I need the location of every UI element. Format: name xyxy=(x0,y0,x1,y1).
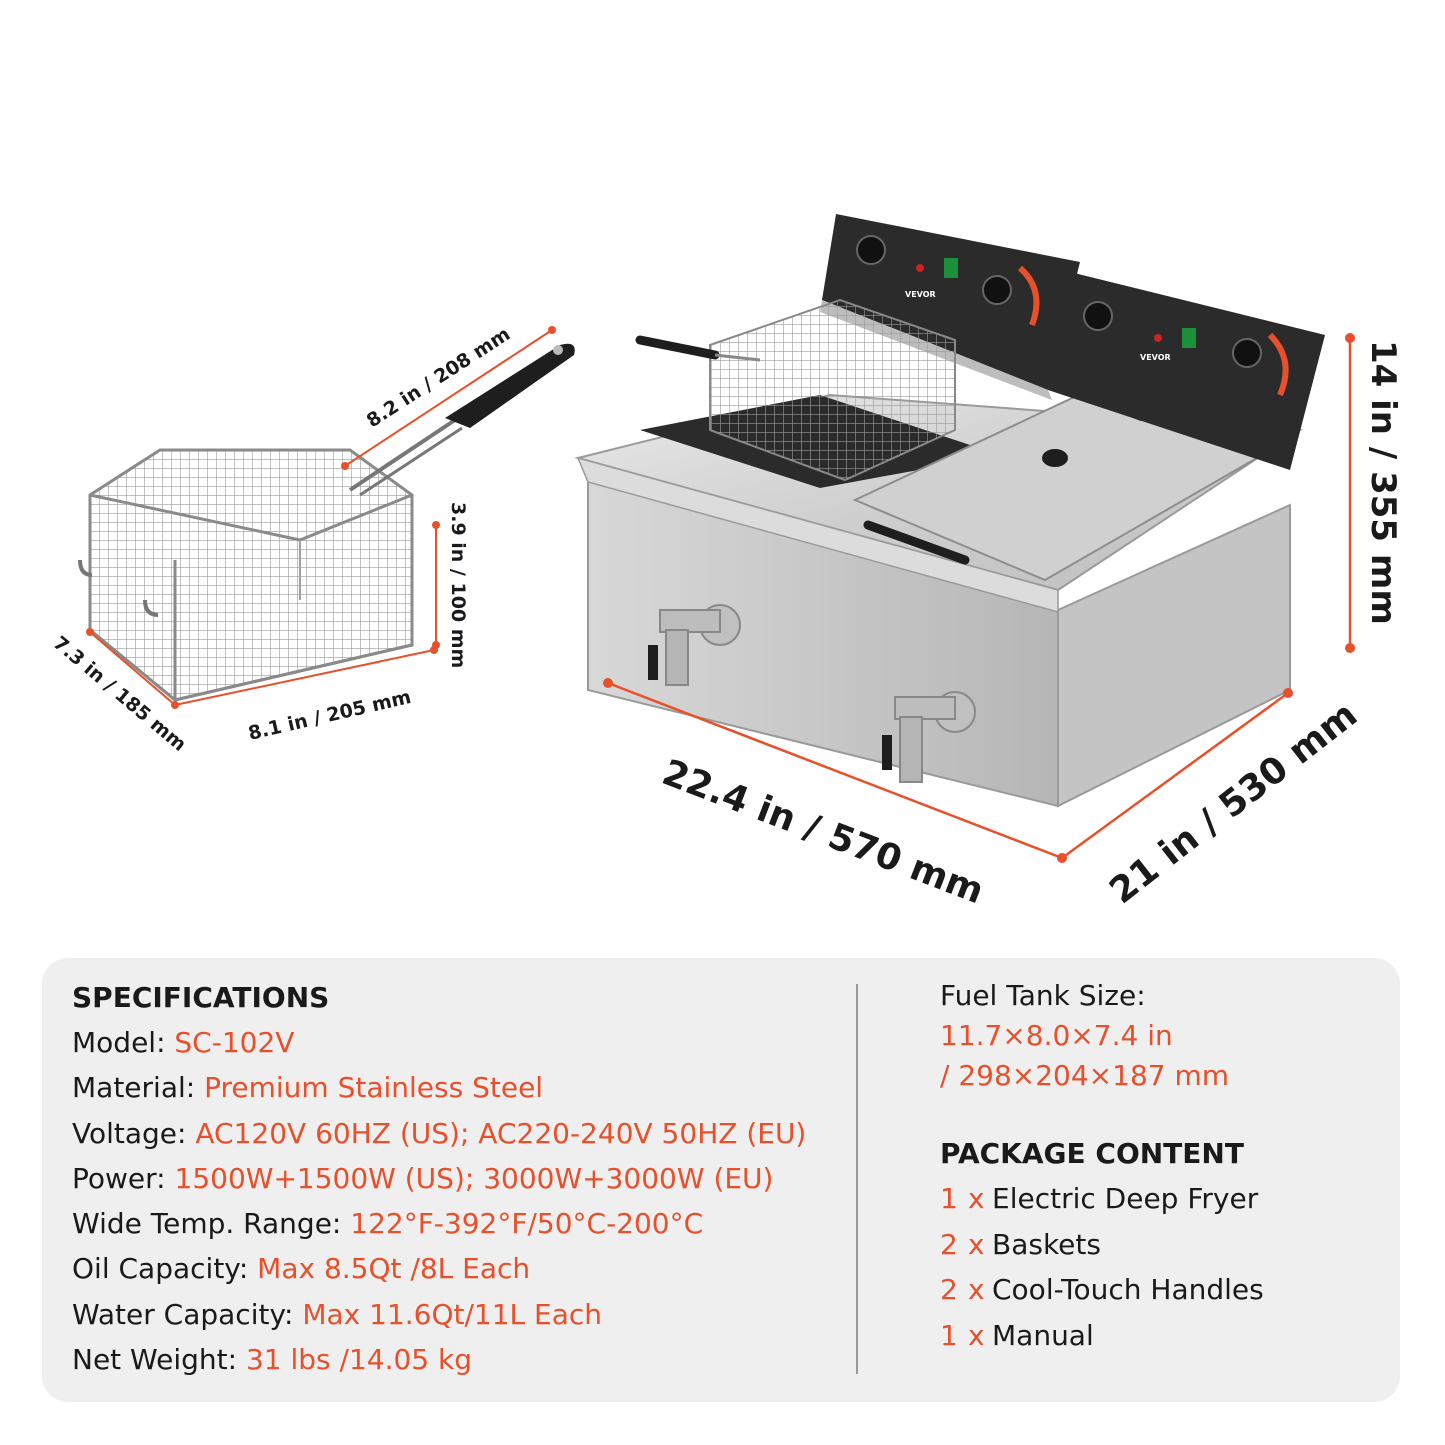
spec-value: AC120V 60HZ (US); AC220-240V 50HZ (EU) xyxy=(195,1116,807,1150)
fry-basket xyxy=(78,418,463,702)
deep-fryer: VEVOR VEVOR xyxy=(574,214,1325,808)
package-item-qty: 2 xyxy=(940,1273,958,1306)
package-item-times: x xyxy=(968,1273,985,1306)
brand-label-right: VEVOR xyxy=(1140,353,1171,362)
spec-row: Net Weight: 31 lbs /14.05 kg xyxy=(72,1337,862,1382)
spec-row: Wide Temp. Range: 122°F-392°F/50°C-200°C xyxy=(72,1201,862,1246)
spec-label: Water Capacity: xyxy=(72,1297,303,1331)
basket-width-dim-line xyxy=(174,646,438,706)
spec-label: Wide Temp. Range: xyxy=(72,1207,351,1241)
package-item-times: x xyxy=(968,1182,985,1215)
fryer-height-dim-line xyxy=(1345,333,1355,653)
spec-value: 1500W+1500W (US); 3000W+3000W (EU) xyxy=(174,1161,774,1195)
basket-height-dim-line xyxy=(432,521,440,649)
package-item-qty: 1 xyxy=(940,1318,958,1352)
brand-label-left: VEVOR xyxy=(905,290,936,299)
spec-label: Material: xyxy=(72,1071,205,1105)
spec-value: SC-102V xyxy=(174,1026,295,1059)
package-item-name: Electric Deep Fryer xyxy=(992,1182,1259,1215)
spec-label: Model: xyxy=(72,1026,175,1059)
specifications-heading: SPECIFICATIONS xyxy=(72,981,330,1014)
column-divider xyxy=(856,984,858,1374)
spec-row: Power: 1500W+1500W (US); 3000W+3000W (EU… xyxy=(72,1156,862,1201)
package-item-name: Manual xyxy=(992,1318,1094,1352)
product-illustration: 8.2 in / 208 mm 3.9 in / 100 mm 7.3 in /… xyxy=(49,214,1403,912)
fryer-height-label: 14 in / 355 mm xyxy=(1363,340,1403,625)
fryer-depth-dim-line xyxy=(1061,688,1293,860)
spec-row: Oil Capacity: Max 8.5Qt /8L Each xyxy=(72,1246,862,1291)
package-item-name: Baskets xyxy=(992,1227,1101,1261)
spec-value: Max 8.5Qt /8L Each xyxy=(257,1252,531,1286)
package-item-times: x xyxy=(968,1318,985,1352)
spec-label: Oil Capacity: xyxy=(72,1252,258,1286)
spec-label: Voltage: xyxy=(72,1116,196,1150)
package-item-name: Cool-Touch Handles xyxy=(992,1273,1264,1306)
spec-value: Max 11.6Qt/11L Each xyxy=(302,1297,603,1331)
basket-length-dim-line xyxy=(341,326,556,470)
basket-depth-dim-line xyxy=(86,628,179,709)
fuel-tank-value-imperial: 11.7×8.0×7.4 in xyxy=(940,1019,1173,1052)
fuel-tank-label: Fuel Tank Size: xyxy=(940,979,1146,1012)
basket-height-label: 3.9 in / 100 mm xyxy=(447,502,469,668)
fuel-tank-value-metric: / 298×204×187 mm xyxy=(940,1059,1230,1092)
spec-row: Voltage: AC120V 60HZ (US); AC220-240V 50… xyxy=(72,1111,862,1156)
package-column: Fuel Tank Size: 11.7×8.0×7.4 in / 298×20… xyxy=(940,976,1380,1358)
spec-label: Net Weight: xyxy=(72,1343,246,1377)
spec-row: Material: Premium Stainless Steel xyxy=(72,1065,862,1110)
package-content-heading: PACKAGE CONTENT xyxy=(940,1137,1244,1170)
basket-handle xyxy=(445,343,575,428)
package-item-qty: 1 xyxy=(940,1182,958,1215)
drain-tap-right xyxy=(882,691,976,783)
basket-width-label: 8.1 in / 205 mm xyxy=(246,686,413,745)
package-item-times: x xyxy=(968,1227,985,1261)
spec-row: Model: SC-102V xyxy=(72,1020,862,1065)
spec-value: 31 lbs /14.05 kg xyxy=(245,1343,472,1377)
spec-label: Power: xyxy=(72,1161,175,1195)
package-item-qty: 2 xyxy=(940,1227,958,1261)
spec-value: 122°F-392°F/50°C-200°C xyxy=(350,1207,704,1241)
spec-row: Water Capacity: Max 11.6Qt/11L Each xyxy=(72,1292,862,1337)
drain-tap-left xyxy=(648,604,741,686)
spec-value: Premium Stainless Steel xyxy=(204,1071,544,1105)
basket-length-label: 8.2 in / 208 mm xyxy=(363,323,515,432)
